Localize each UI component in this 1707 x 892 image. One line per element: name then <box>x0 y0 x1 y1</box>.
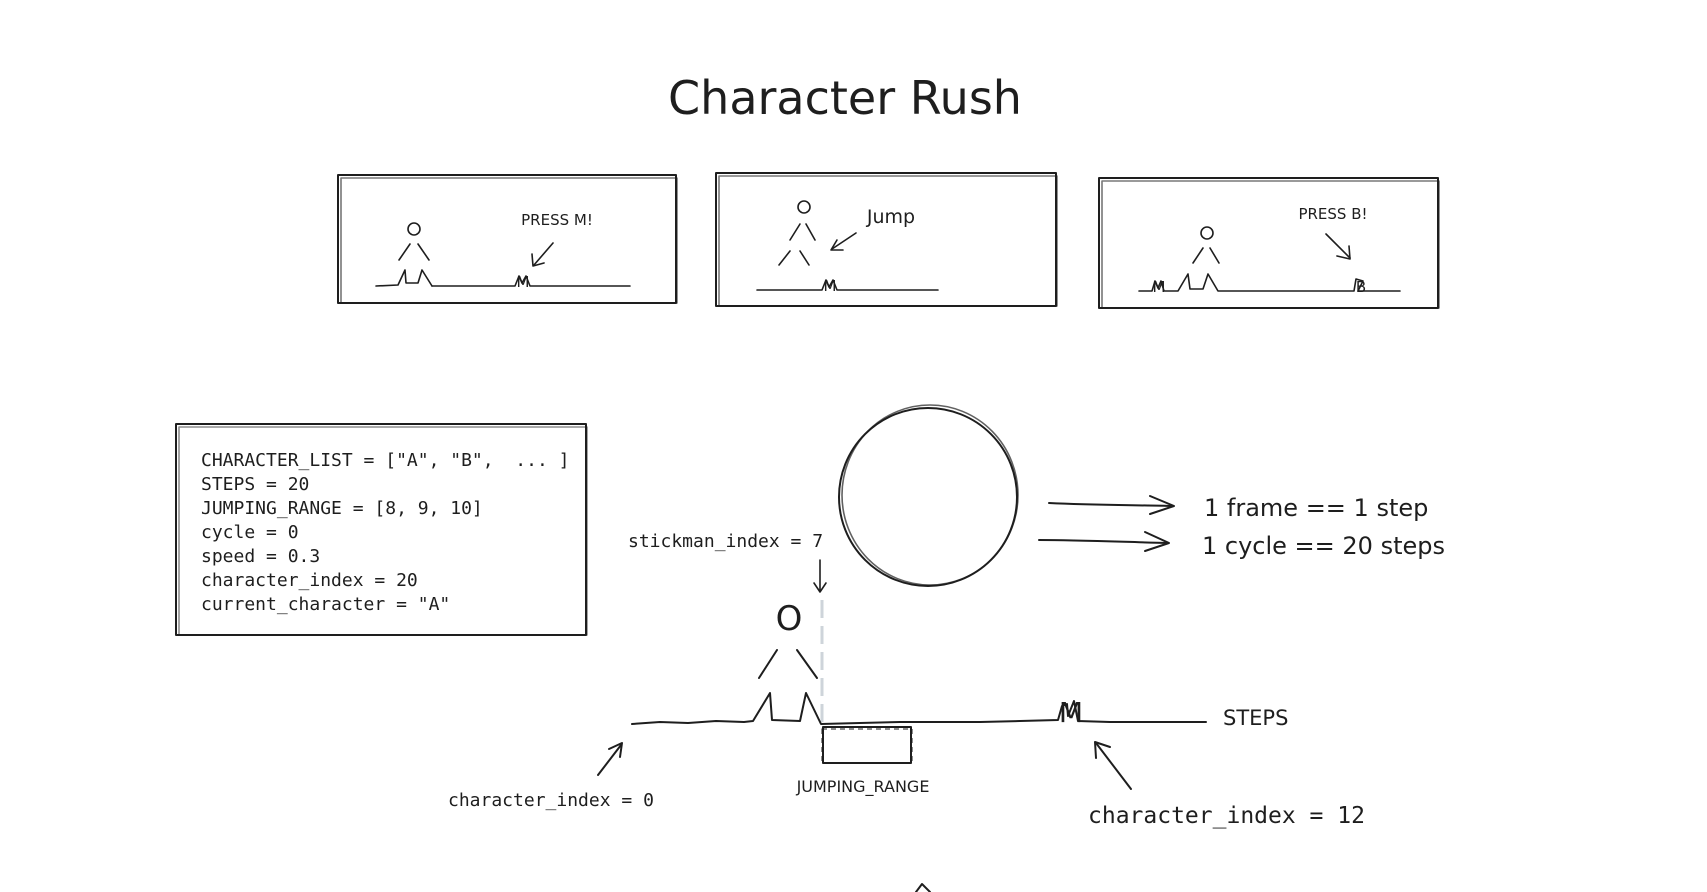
variables-code-box: CHARACTER_LIST = ["A", "B", ... ] STEPS … <box>175 423 588 636</box>
arrow-icon <box>831 232 857 250</box>
character-index-12-label: character_index = 12 <box>1088 803 1365 829</box>
arrow-icon <box>533 242 554 266</box>
ground-letter-m: M <box>824 277 837 295</box>
panel-3-caption: PRESS B! <box>1298 205 1367 223</box>
panel-1-caption: PRESS M! <box>521 211 593 229</box>
jumping-range-label: JUMPING_RANGE <box>796 777 930 797</box>
code-line: JUMPING_RANGE = [8, 9, 10] <box>201 498 483 519</box>
arrow-icon <box>1094 741 1132 790</box>
arrow-icon <box>1325 233 1351 259</box>
code-line: STEPS = 20 <box>201 474 309 495</box>
character-index-0-label: character_index = 0 <box>448 790 654 811</box>
stickman-head: O <box>776 599 803 639</box>
arrow-icon <box>1038 531 1170 552</box>
arrow-icon <box>597 742 623 776</box>
stickman-index-label: stickman_index = 7 <box>628 531 823 552</box>
note-frame-step: 1 frame == 1 step <box>1204 494 1428 522</box>
note-cycle-steps: 1 cycle == 20 steps <box>1202 532 1445 560</box>
code-line: CHARACTER_LIST = ["A", "B", ... ] <box>201 450 569 471</box>
stickman-figure <box>375 222 433 287</box>
arrow-icon <box>1048 495 1175 515</box>
stickman-figure <box>1192 226 1220 264</box>
storyboard-panel-3: M B PRESS B! <box>1098 177 1440 309</box>
circle-label-line-1: Stepping <box>864 462 984 493</box>
code-line: cycle = 0 <box>201 522 299 543</box>
stickman-figure <box>778 200 816 266</box>
circle-label-line-2: approach <box>867 498 993 529</box>
code-line: current_character = "A" <box>201 594 450 615</box>
partial-arrow-icon <box>915 883 931 892</box>
panel-2-caption: Jump <box>866 206 915 228</box>
code-line: character_index = 20 <box>201 570 418 591</box>
steps-label: STEPS <box>1223 706 1288 730</box>
stepping-approach-circle: Stepping approach <box>838 404 1019 587</box>
ground-letter-m: M <box>1153 278 1166 296</box>
jumping-range-box <box>821 726 913 764</box>
ground-letter-m: M <box>517 273 530 291</box>
stickman-figure: O <box>758 599 818 679</box>
code-line: speed = 0.3 <box>201 546 320 567</box>
ground-letter-b: B <box>1356 278 1366 296</box>
storyboard-panel-1: M PRESS M! <box>337 174 678 304</box>
ground-letter-m: M <box>1059 696 1083 729</box>
arrow-icon <box>813 559 827 593</box>
page-title: Character Rush <box>668 71 1022 125</box>
storyboard-panel-2: M Jump <box>715 172 1058 307</box>
steps-ground-line: M <box>631 692 1207 729</box>
